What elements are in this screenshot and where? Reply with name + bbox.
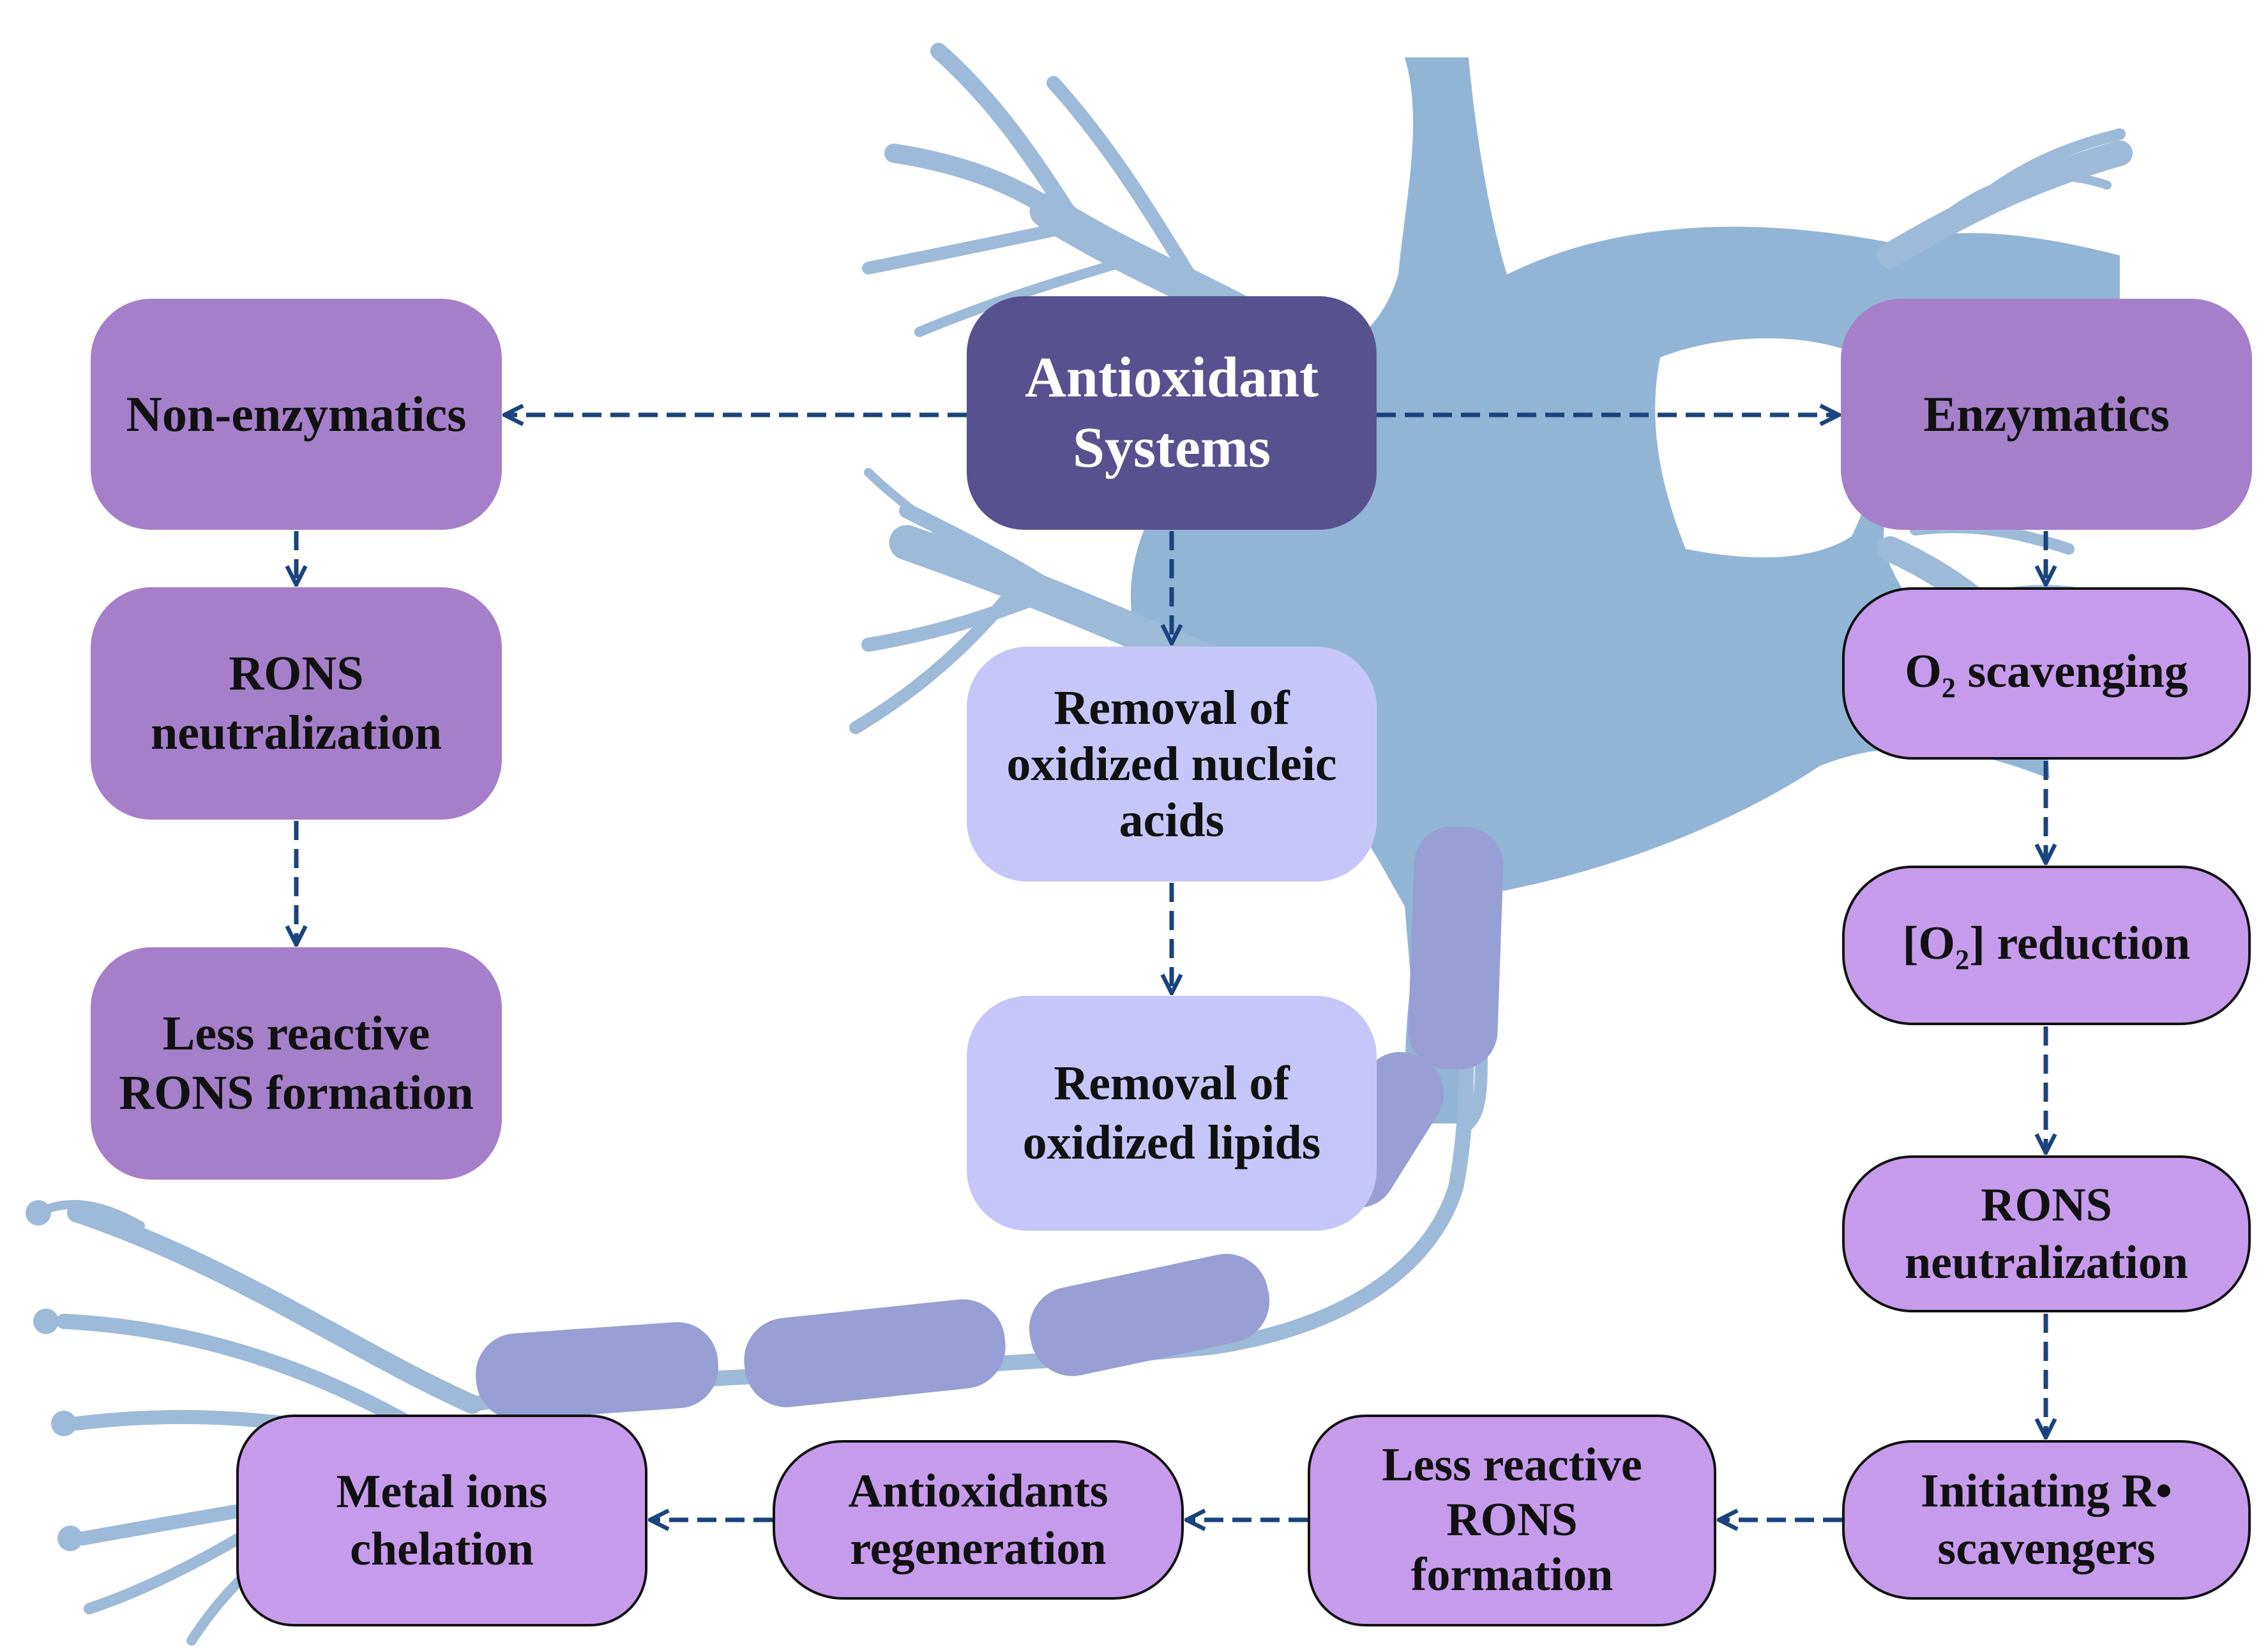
node-label-line: Metal ions <box>336 1465 548 1518</box>
formula-part: [O <box>1902 917 1955 970</box>
node-label-line: chelation <box>350 1523 534 1575</box>
node-label-line: Antioxidant <box>1024 346 1319 410</box>
initiating-scavengers-node: Initiating R• scavengers <box>1842 1440 2251 1600</box>
node-label-line: RONS <box>229 647 364 701</box>
node-label-line: Less reactive <box>162 1007 430 1061</box>
ne-less-reactive-rons-node: Less reactive RONS formation <box>91 947 502 1180</box>
node-label-line: neutralization <box>1905 1236 2188 1289</box>
e-rons-neutralization-node: RONS neutralization <box>1842 1155 2251 1312</box>
node-label-line: RONS formation <box>119 1066 474 1120</box>
o2-reduction-node: [O2] reduction <box>1842 866 2251 1025</box>
formula-subscript: 2 <box>1954 943 1970 975</box>
node-label: O2 scavenging <box>1905 643 2188 705</box>
non-enzymatics-node: Non-enzymatics <box>91 299 502 530</box>
removal-oxidized-nucleic-acids-node: Removal of oxidized nucleic acids <box>967 647 1377 882</box>
enzymatics-node: Enzymatics <box>1841 299 2252 530</box>
node-label-line: oxidized lipids <box>1022 1116 1321 1169</box>
node-label-line: RONS <box>1446 1494 1578 1547</box>
formula-subscript: 2 <box>1941 671 1956 703</box>
myelin-sheaths <box>476 826 1504 1420</box>
node-label-line: Less reactive <box>1382 1439 1642 1492</box>
node-label-line: formation <box>1410 1548 1614 1601</box>
node-label-line: neutralization <box>151 706 442 760</box>
node-label-line: Removal of <box>1054 680 1290 735</box>
antioxidant-systems-node: Antioxidant Systems <box>967 296 1377 530</box>
connector-arrows <box>296 415 2046 1520</box>
formula-part: ] reduction <box>1969 917 2191 970</box>
node-label-line: Systems <box>1073 416 1271 479</box>
e-less-reactive-rons-node: Less reactive RONS formation <box>1308 1415 1716 1626</box>
node-label-line: Initiating R• <box>1921 1464 2172 1517</box>
node-label: [O2] reduction <box>1903 915 2190 977</box>
node-label-line: scavengers <box>1937 1522 2156 1575</box>
metal-ions-chelation-node: Metal ions chelation <box>236 1415 647 1626</box>
ne-rons-neutralization-node: RONS neutralization <box>91 587 502 820</box>
node-label-line: regeneration <box>850 1522 1107 1575</box>
node-label-line: RONS <box>1981 1178 2112 1231</box>
formula-part: scavenging <box>1955 645 2188 698</box>
neuron-gap <box>1655 338 1879 558</box>
node-label-line: Removal of <box>1054 1056 1290 1111</box>
node-label: Non-enzymatics <box>126 386 467 442</box>
formula-part: O <box>1905 645 1942 698</box>
node-label-line: acids <box>1119 793 1225 848</box>
removal-oxidized-lipids-node: Removal of oxidized lipids <box>967 996 1377 1231</box>
neuron-terminal-bulbs <box>26 1200 83 1551</box>
node-label-line: oxidized nucleic <box>1006 737 1337 791</box>
node-label-line: Antioxidants <box>848 1464 1108 1517</box>
o2-scavenging-node: O2 scavenging <box>1842 587 2251 760</box>
node-label: Enzymatics <box>1923 386 2170 442</box>
antioxidants-regeneration-node: Antioxidants regeneration <box>773 1440 1184 1600</box>
